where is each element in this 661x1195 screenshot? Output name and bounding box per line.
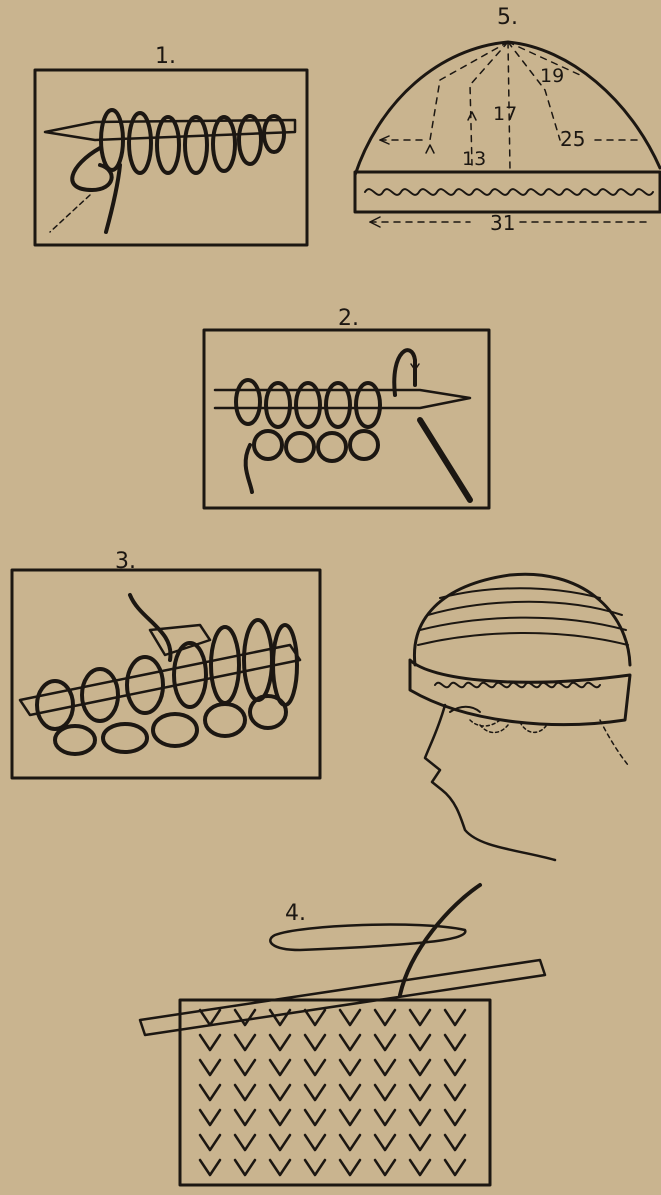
figure-1-number: 1.	[155, 44, 176, 69]
figure-2-number: 2.	[338, 306, 359, 331]
figure-2-knit-stitch: 2.	[204, 306, 489, 508]
figure-5-measure-25: 25	[560, 127, 585, 151]
figure-5-guide-lines	[370, 42, 650, 222]
figure-1-loops	[101, 110, 284, 173]
neck-hairline	[600, 720, 628, 765]
head-wearing-cap	[410, 574, 630, 860]
figure-2-right-needle	[420, 420, 470, 500]
figure-5-measure-19: 19	[540, 65, 564, 87]
figure-5-number: 5.	[497, 5, 518, 30]
figure-1-frame	[35, 70, 307, 245]
figure-1-guide-line	[50, 195, 90, 232]
figure-4-fabric-outline	[180, 1000, 490, 1185]
face-profile	[425, 705, 555, 860]
figure-5-band-pattern	[365, 189, 653, 195]
figure-2-loops	[236, 380, 380, 461]
figure-2-yarn-over	[394, 350, 415, 395]
figure-5-measure-17: 17	[493, 103, 517, 125]
cap-knit-ridges	[418, 588, 628, 645]
figure-5-measure-31: 31	[490, 211, 515, 235]
figure-4-knit-fabric: 4.	[140, 885, 545, 1185]
figure-4-number: 4.	[285, 901, 306, 926]
figure-4-left-needle	[140, 960, 545, 1035]
figure-5-arrows	[370, 112, 476, 227]
figure-3-purl-stitch: 3.	[12, 549, 320, 778]
figure-5-measure-13: 13	[462, 148, 486, 170]
figure-4-stitch-columns	[200, 1010, 465, 1175]
figure-1-cast-on: 1.	[35, 44, 307, 245]
figure-2-needle	[215, 390, 470, 408]
figure-1-yarn-loop	[72, 148, 111, 190]
figure-5-cap-pattern: 5. 19 17 13 25 31	[355, 5, 660, 235]
figure-2-yarn-tail	[246, 445, 252, 492]
